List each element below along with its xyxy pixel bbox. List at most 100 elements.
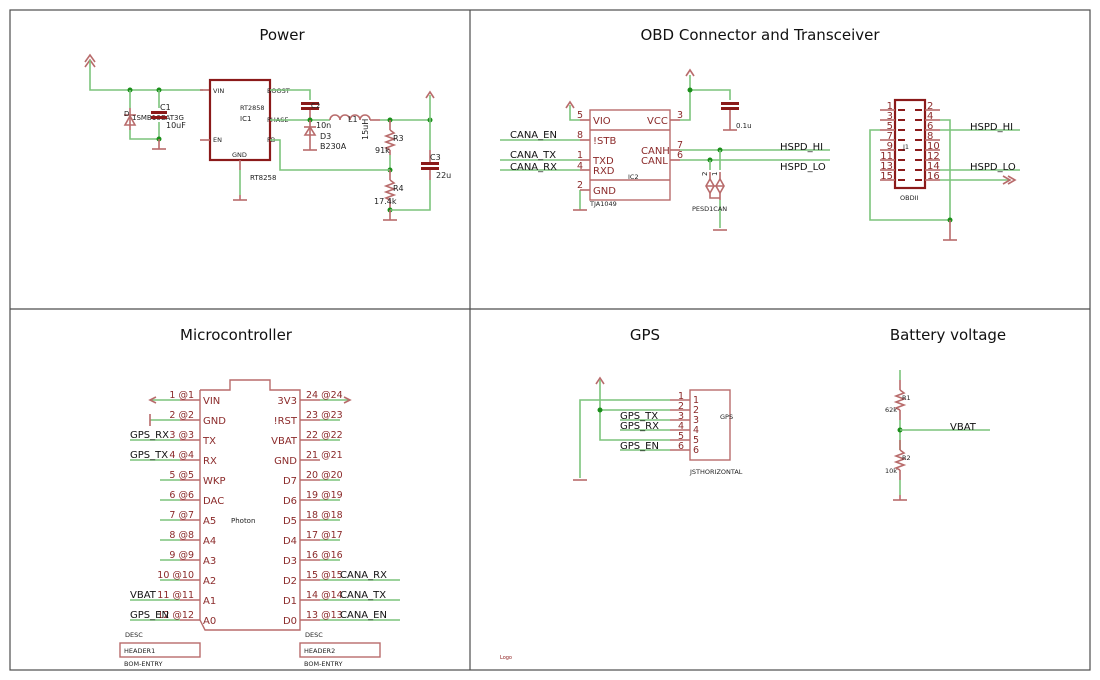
r3-ref: R3 bbox=[393, 134, 404, 143]
c3-value: 22u bbox=[436, 171, 451, 180]
power-section: D 1SMB16CAT3G C1 10uF VIN EN GND BOOST P… bbox=[84, 53, 451, 221]
net-label: GPS_EN bbox=[620, 441, 659, 452]
mcu-pin-num: 6 @6 bbox=[169, 490, 194, 501]
mcu-pin-name: A3 bbox=[203, 556, 216, 567]
gps-pin-num: 4 bbox=[678, 421, 684, 432]
header1-bom: BOM-ENTRY bbox=[124, 660, 162, 668]
j1-value: OBDII bbox=[900, 194, 918, 202]
mcu-pin-num: 19 @19 bbox=[306, 490, 343, 501]
logo-text: Logo bbox=[500, 655, 512, 661]
ic2-pin-num: 3 bbox=[677, 110, 683, 121]
ic1-pin-vin: VIN bbox=[213, 87, 224, 95]
d-ref: D bbox=[124, 110, 129, 118]
mcu-pin-name: VIN bbox=[203, 396, 220, 407]
mcu-pin-name: 3V3 bbox=[277, 396, 297, 407]
mcu-pin-num: 20 @20 bbox=[306, 470, 343, 481]
gps-name: GPS bbox=[720, 413, 733, 421]
mcu-pin-num: 13 @13 bbox=[306, 610, 343, 621]
ic2-pin-name: TXD bbox=[592, 156, 614, 167]
net-label: GPS_TX bbox=[620, 411, 658, 422]
net-label: HSPD_HI bbox=[970, 122, 1013, 133]
header1-desc: DESC bbox=[125, 631, 143, 639]
c2-value: 10n bbox=[316, 121, 331, 130]
mcu-pin-name: GND bbox=[274, 456, 297, 467]
battery-section: R1 62k VBAT R2 10k bbox=[885, 370, 990, 501]
mcu-pin-num: 14 @14 bbox=[306, 590, 343, 601]
net-label: GPS_EN bbox=[130, 610, 169, 621]
net-label: CANA_EN bbox=[510, 130, 557, 141]
mcu-pin-name: TX bbox=[202, 436, 216, 447]
supply-arrow-icon bbox=[148, 396, 157, 404]
j1-pin-num: 3 bbox=[887, 111, 893, 122]
header2-box bbox=[299, 642, 381, 658]
ic2-pin-num: 6 bbox=[677, 150, 683, 161]
ic2-pin-name: VIO bbox=[593, 116, 611, 127]
net-label: VBAT bbox=[130, 590, 157, 601]
j1-pin-num: 4 bbox=[927, 111, 933, 122]
ic1-ref: IC1 bbox=[240, 115, 251, 123]
mcu-pin-name: D7 bbox=[283, 476, 297, 487]
mcu-pin-name: D2 bbox=[283, 576, 297, 587]
header2-name: HEADER2 bbox=[304, 647, 335, 655]
j1-pin-num: 1 bbox=[887, 101, 893, 112]
net-label: HSPD_LO bbox=[780, 162, 826, 173]
ic2-pin-num: 5 bbox=[577, 110, 583, 121]
mcu-pin-name: A2 bbox=[203, 576, 216, 587]
mcu-pin-name: D0 bbox=[283, 616, 297, 627]
header1-name: HEADER1 bbox=[124, 647, 155, 655]
tvs-diode bbox=[123, 108, 137, 130]
obd-title: OBD Connector and Transceiver bbox=[640, 26, 880, 44]
mcu-pin-name: A0 bbox=[203, 616, 216, 627]
esd-pin: 2 bbox=[701, 172, 709, 176]
mcu-pin-name: RX bbox=[203, 456, 217, 467]
mcu-pin-num: 23 @23 bbox=[306, 410, 343, 421]
mcu-pin-num: 10 @10 bbox=[157, 570, 194, 581]
r4-ref: R4 bbox=[393, 184, 404, 193]
mcu-pin-num: 4 @4 bbox=[169, 450, 194, 461]
ic1-pin-boost: BOOST bbox=[267, 87, 290, 95]
ic2-pin-name: VCC bbox=[647, 116, 668, 127]
ic1-value: RT8258 bbox=[250, 174, 276, 182]
mcu-pin-num: 9 @9 bbox=[169, 550, 194, 561]
mcu-pin-num: 8 @8 bbox=[169, 530, 194, 541]
mcu-pin-num: 18 @18 bbox=[306, 510, 343, 521]
power-title: Power bbox=[259, 26, 305, 44]
mcu-pin-num: 1 @1 bbox=[169, 390, 194, 401]
d3-ref: D3 bbox=[320, 132, 331, 141]
c3-ref: C3 bbox=[430, 153, 441, 162]
c2-ref: C2 bbox=[311, 102, 320, 110]
r1-ref: R1 bbox=[902, 394, 911, 402]
gps-pin-label: 2 bbox=[693, 405, 699, 416]
mcu-pin-name: D5 bbox=[283, 516, 297, 527]
ic2-pin-num: 1 bbox=[577, 150, 583, 161]
battery-title: Battery voltage bbox=[890, 326, 1006, 344]
mcu-pin-name: A4 bbox=[203, 536, 216, 547]
r3-value: 91k bbox=[375, 146, 390, 155]
mcu-pin-num: 12 @12 bbox=[157, 610, 194, 621]
ic1-pin-gnd: GND bbox=[232, 151, 247, 159]
ic2-pin-name: CANL bbox=[641, 156, 668, 167]
net-label: GPS_TX bbox=[130, 450, 168, 461]
ic1-pin-en: EN bbox=[213, 136, 222, 144]
gps-connector-body bbox=[689, 389, 731, 461]
ic2-value: TJA1049 bbox=[589, 200, 617, 208]
j1-pin-num: 15 bbox=[880, 171, 893, 182]
gps-pin-label: 3 bbox=[693, 415, 699, 426]
mcu-pin-name: D3 bbox=[283, 556, 297, 567]
j1-pin-num: 10 bbox=[927, 141, 940, 152]
mcu-pin-name: D1 bbox=[283, 596, 297, 607]
header1-box bbox=[119, 642, 201, 658]
r1-value: 62k bbox=[885, 406, 897, 414]
mcu-pin-name: D6 bbox=[283, 496, 297, 507]
gps-title: GPS bbox=[630, 326, 660, 344]
j1-body bbox=[893, 98, 927, 190]
c1-value: 10uF bbox=[166, 121, 186, 130]
net-label: CANA_EN bbox=[340, 610, 387, 621]
gps-pin-num: 6 bbox=[678, 441, 684, 452]
ic2-pin-num: 7 bbox=[677, 140, 683, 151]
inductor-l1 bbox=[329, 114, 371, 121]
net-label: GPS_RX bbox=[620, 421, 659, 432]
mcu-pin-name: !RST bbox=[274, 416, 298, 427]
